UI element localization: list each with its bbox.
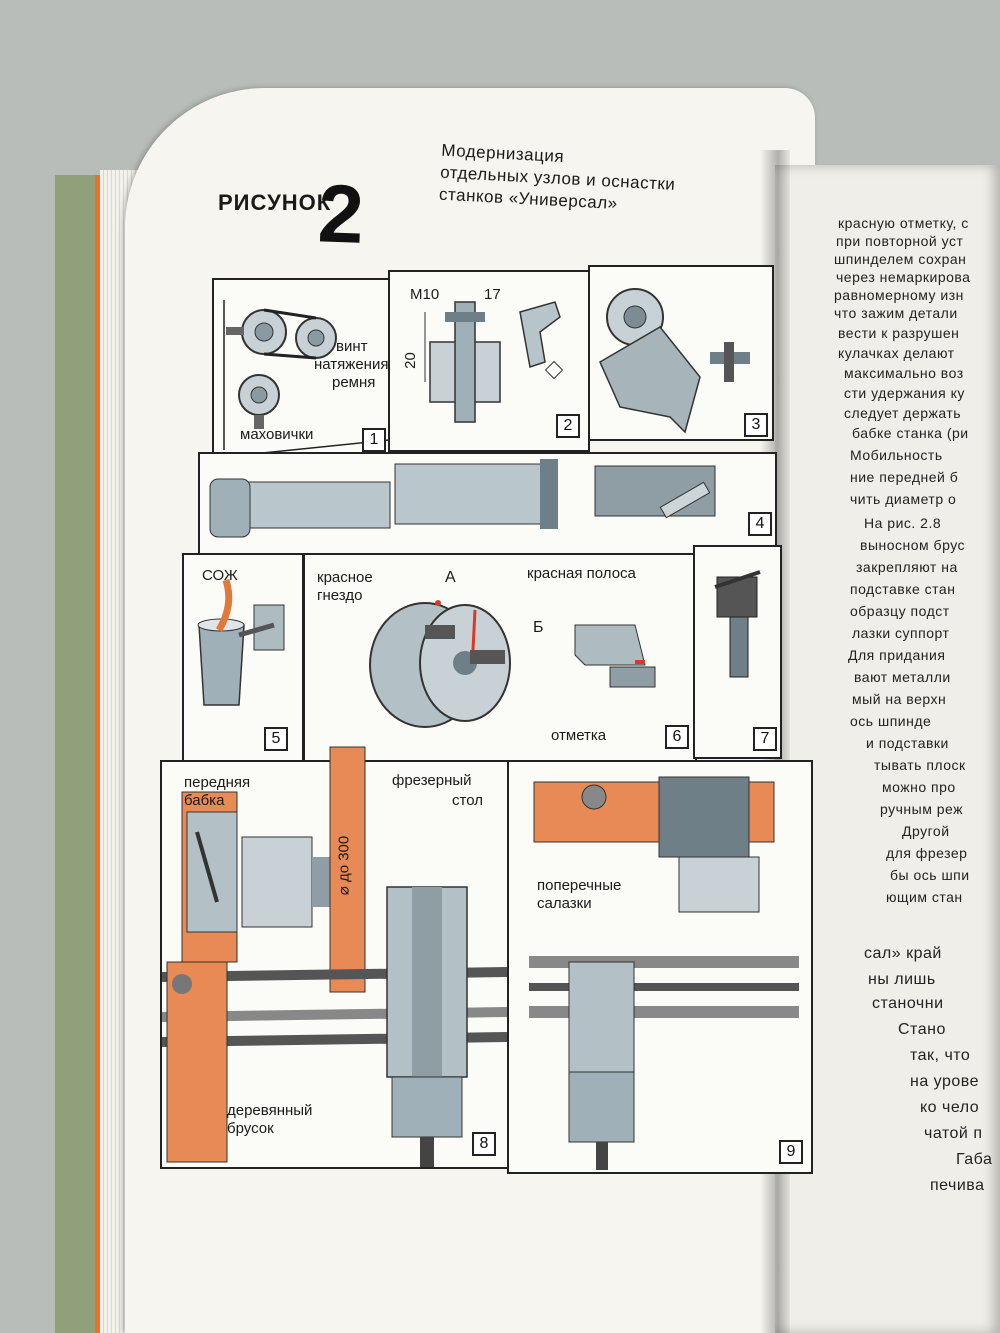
label-derevyanny: деревянный [227,1102,313,1119]
text-line: шпинделем сохран [834,251,967,267]
text-line: красную отметку, с [838,215,969,231]
text-line: можно про [882,779,956,795]
text-line: Мобильность [850,447,943,463]
figure-number: 2 [316,168,366,261]
text-line: ны лишь [868,971,936,988]
text-line: на урове [910,1073,980,1090]
right-page-text: красную отметку, с при повторной уст шпи… [830,215,1000,1315]
text-line: через немаркирова [836,269,971,285]
panel-9: поперечные салазки 9 [507,760,813,1174]
panel-number-2: 2 [556,414,580,438]
text-line: так, что [910,1047,971,1064]
text-line: следует держать [844,405,962,421]
label-natyazheniya: натяжения [314,356,389,373]
label-stol: стол [452,792,483,809]
text-line: при повторной уст [836,233,964,249]
panel-number-6: 6 [665,725,689,749]
text-line: выносном брус [860,537,966,553]
belt-drive-drawing [213,300,390,459]
panel-6: красное гнездо А красная полоса Б отметк… [303,553,697,762]
panel-3: 3 [588,265,774,441]
text-line: чить диаметр о [850,491,957,507]
text-line: Стано [898,1021,946,1038]
text-line: закрепляют на [856,559,958,575]
label-krasnaya-polosa: красная полоса [527,565,636,582]
label-gnezdo: гнездо [317,587,363,604]
milling-setup-drawing [161,746,508,1167]
panel-4: 4 [198,452,777,556]
text-line: максимально воз [844,365,964,381]
panel-2: M10 17 20 2 [388,270,590,452]
label-perednyaya: передняя [184,774,251,791]
panel-number-3: 3 [744,413,768,437]
text-line: ющим стан [886,889,963,905]
panel-number-9: 9 [779,1140,803,1164]
text-line: и подставки [866,735,949,751]
label-vint: винт [336,338,368,355]
text-line: Габа [956,1151,993,1168]
text-line: ко чело [920,1099,980,1116]
panel-number-5: 5 [264,727,288,751]
label-frezerny: фрезерный [392,772,472,789]
text-line: бы ось шпи [890,867,970,883]
text-line: Для придания [848,647,946,663]
chuck-drawing [369,600,656,728]
label-otmetka: отметка [551,727,607,744]
label-krasnoe: красное [317,569,373,586]
text-line: подставке стан [850,581,956,597]
label-brusok: брусок [227,1120,274,1137]
label-A: А [445,569,456,586]
text-line: сти удержания ку [844,385,965,401]
label-remnya: ремня [332,374,376,391]
label-B: Б [533,619,544,636]
coolant-cup-drawing [197,578,285,706]
clamp-drawing [424,301,564,423]
text-line: образцу подст [850,603,950,619]
panel-1: винт натяжения ремня маховички 1 [212,278,391,460]
text-line: для фрезер [886,845,968,861]
panel-7: 7 [693,545,782,759]
cross-slide-drawing [529,776,799,1170]
panel-5: СОЖ 5 [182,553,304,762]
label-salazki: салазки [537,895,592,912]
label-diameter-300: ⌀ до 300 [335,835,353,896]
text-line: печива [930,1177,985,1194]
text-line: кулачках делают [838,345,955,361]
label-sozh: СОЖ [202,567,238,584]
panel-number-4: 4 [748,512,772,536]
text-line: бабке станка (ри [852,425,969,441]
text-line: чатой п [924,1125,983,1142]
text-line: ручным реж [880,801,964,817]
text-line: ние передней б [850,469,959,485]
text-line: тывать плоск [874,757,966,773]
text-line: На рис. 2.8 [864,515,942,531]
toolpost-drawing [714,570,761,678]
text-line: мый на верхн [852,691,947,707]
label-babka: бабка [184,792,225,809]
text-line: станочни [872,995,944,1012]
text-line: вают металли [854,669,951,685]
label-poperechnye: поперечные [537,877,622,894]
label-makhovichki: маховички [240,426,314,443]
text-line: сал» край [864,945,942,962]
figure-word: РИСУНОК [218,190,332,215]
label-17: 17 [484,286,501,303]
text-line: равномерному изн [834,287,964,303]
label-20: 20 [401,352,419,369]
text-line: лазки суппорт [852,625,950,641]
text-line: Другой [902,823,950,839]
spindle-bracket-drawing [599,288,750,434]
panel-number-7: 7 [753,727,777,751]
text-line: что зажим детали [834,305,958,321]
panel-number-1: 1 [362,428,386,452]
label-m10: M10 [410,286,440,303]
text-line: ось шпинде [850,713,932,729]
panel-number-8: 8 [472,1132,496,1156]
text-line: вести к разрушен [838,325,960,341]
lathe-bed-drawing [209,459,716,538]
book-spine [55,175,95,1333]
panel-8: передняя бабка фрезерный стол ⌀ до 300 д… [160,746,509,1169]
